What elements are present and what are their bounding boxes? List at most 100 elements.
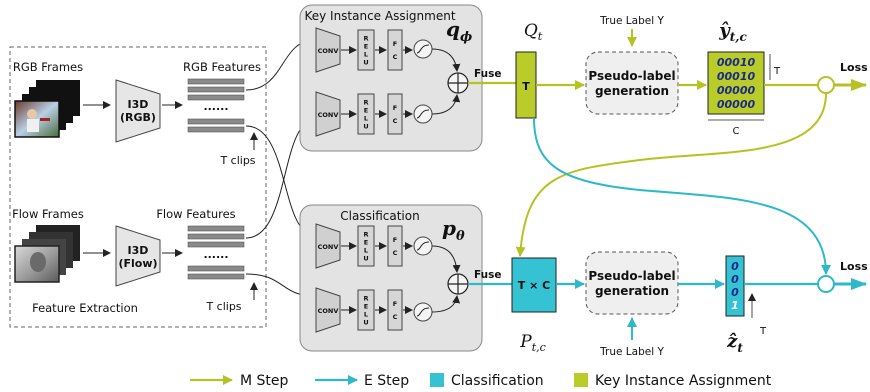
flow-feature-bars <box>187 225 245 280</box>
kia-relu-2 <box>357 93 375 135</box>
flow-frames-stack <box>14 225 80 283</box>
q-phi-symbol: qϕ <box>446 17 472 45</box>
legend-key-instance-swatch <box>574 373 588 387</box>
p-tc-label: Pt,c <box>519 332 546 354</box>
cls-relu-1-letter: U <box>363 255 368 263</box>
cls-relu-2-letter: L <box>364 311 368 319</box>
cls-sigmoid-1 <box>413 236 433 256</box>
z-vector-cell: 0 <box>731 273 739 286</box>
kia-relu-1-letter: U <box>363 59 368 67</box>
kia-conv-1 <box>315 27 341 73</box>
cls-fc-1-letter: F <box>393 236 397 244</box>
rgb-dots: ...... <box>203 100 228 113</box>
kia-conv-1-label: CONV <box>318 47 339 55</box>
cls-relu-1-letter: L <box>364 247 368 255</box>
yhat-matrix-row: 00010 <box>717 70 756 83</box>
legend-m-step-label: M Step <box>240 373 289 389</box>
rgb-frames-stack <box>14 80 80 138</box>
cls-fuse-label: Fuse <box>474 269 502 281</box>
pseudo-label-top-line1: Pseudo-label <box>588 69 675 83</box>
kia-relu-2-letter: L <box>364 115 368 123</box>
loss-node-top <box>817 76 835 94</box>
pseudo-label-top-box <box>585 51 679 115</box>
i3d-flow-block <box>115 225 161 287</box>
yhat-t-label: T <box>773 66 781 77</box>
kia-conv-2 <box>315 91 341 137</box>
kia-fc-1-letter: F <box>393 40 397 48</box>
yhat-row-prefix: 000 <box>717 56 740 69</box>
z-vector-cell: 0 <box>731 260 739 273</box>
p-theta-symbol: pθ <box>442 216 465 244</box>
yhat-matrix <box>707 51 765 115</box>
q-t-label: Qt <box>524 21 543 43</box>
legend-e-step-label: E Step <box>364 373 409 389</box>
cls-fc-1-letter: C <box>393 249 398 257</box>
z-vector <box>725 255 745 317</box>
cls-conv-2-label: CONV <box>318 307 339 315</box>
z-hat-label: ẑt <box>726 331 743 355</box>
cls-fc-2-letter: C <box>393 313 398 321</box>
cls-conv-2 <box>315 287 341 333</box>
i3d-rgb-label-1: I3D <box>128 98 149 111</box>
kia-relu-2-letter: U <box>363 123 368 131</box>
i3d-flow-label-1: I3D <box>128 244 149 257</box>
yhat-c-label: C <box>733 126 740 137</box>
rgb-tclips-label: T clips <box>219 154 255 167</box>
cls-sigmoid-2 <box>413 302 433 322</box>
yhat-matrix-row: 00000 <box>717 84 756 97</box>
p-tc-box-label: T × C <box>518 279 550 292</box>
e-step-cross-curve <box>533 117 831 275</box>
loss-bottom-label: Loss <box>840 260 868 273</box>
key-instance-title: Key Instance Assignment <box>304 9 455 23</box>
yhat-row-suffix: 10 <box>740 70 756 83</box>
yhat-row-prefix: 000 <box>717 70 740 83</box>
classification-panel <box>299 204 483 352</box>
cls-fc-2 <box>387 289 403 331</box>
kia-conv-2-label: CONV <box>318 111 339 119</box>
kia-relu-1 <box>357 29 375 71</box>
cls-relu-1-letter: R <box>363 231 368 239</box>
legend-key-instance-label: Key Instance Assignment <box>595 373 772 389</box>
pseudo-label-bottom-line2: generation <box>595 284 669 298</box>
cls-fc-2-letter: F <box>393 300 397 308</box>
kia-fc-2 <box>387 93 403 135</box>
kia-fc-2-letter: F <box>393 104 397 112</box>
yhat-matrix-row: 00010 <box>717 56 756 69</box>
true-label-bottom: True Label Y <box>599 346 664 358</box>
kia-sigmoid-1 <box>413 39 433 59</box>
rgb-frames-label: RGB Frames <box>13 60 83 74</box>
pseudo-label-bottom-box <box>585 251 679 315</box>
legend-classification-swatch <box>430 373 444 387</box>
yhat-row-suffix: 10 <box>740 56 756 69</box>
flow-dots: ...... <box>203 248 228 261</box>
yhat-row-prefix: 000 <box>717 98 740 111</box>
p-tc-box <box>511 257 557 313</box>
kia-relu-1-letter: R <box>363 35 368 43</box>
cls-conv-1 <box>315 223 341 269</box>
kia-relu-2-letter: E <box>364 107 368 115</box>
q-t-box-label: T <box>522 80 530 93</box>
z-t-label: T <box>759 326 767 337</box>
feature-extraction-frame <box>9 46 267 328</box>
flow-features-label: Flow Features <box>156 207 235 221</box>
yhat-label: ŷt,c <box>718 20 747 44</box>
cls-relu-2 <box>357 289 375 331</box>
cls-relu-1-letter: E <box>364 239 368 247</box>
cls-relu-1 <box>357 225 375 267</box>
kia-fc-1 <box>387 29 403 71</box>
kia-relu-1-letter: L <box>364 51 368 59</box>
i3d-rgb-label-2: (RGB) <box>120 111 156 124</box>
cls-relu-2-letter: R <box>363 295 368 303</box>
flow-tclips-label: T clips <box>205 300 241 313</box>
loss-top-label: Loss <box>840 61 868 74</box>
cls-fc-1 <box>387 225 403 267</box>
kia-fuse-label: Fuse <box>474 68 502 80</box>
flow-frames-label: Flow Frames <box>12 207 84 221</box>
loss-node-bottom <box>817 275 835 293</box>
i3d-flow-label-2: (Flow) <box>118 257 157 270</box>
pseudo-label-bottom-line1: Pseudo-label <box>588 269 675 283</box>
cls-relu-2-letter: U <box>363 319 368 327</box>
